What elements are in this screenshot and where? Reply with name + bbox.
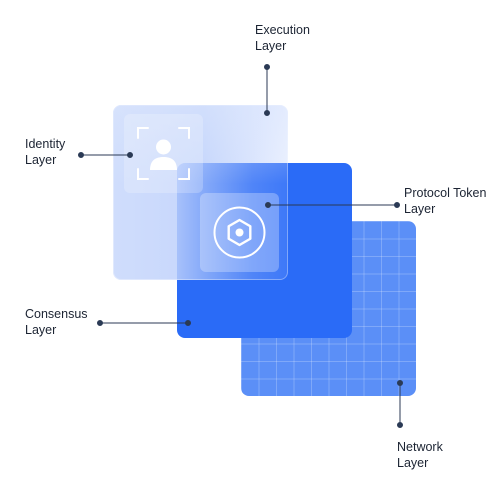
identity-connector-dot <box>127 152 133 158</box>
consensus-connector-dot <box>185 320 191 326</box>
execution-layer-panel <box>113 105 288 280</box>
execution-layer-label: Execution Layer <box>255 23 310 53</box>
consensus-layer-label: Consensus Layer <box>25 307 88 337</box>
protocol-token-layer-label: Protocol Token Layer <box>404 186 487 216</box>
consensus-connector-dot <box>97 320 103 326</box>
protocol-connector-dot <box>265 202 271 208</box>
network-connector-dot <box>397 380 403 386</box>
identity-connector-dot <box>78 152 84 158</box>
identity-layer-label: Identity Layer <box>25 137 66 167</box>
network-layer-label: Network Layer <box>397 440 443 470</box>
protocol-connector-dot <box>394 202 400 208</box>
execution-connector-dot <box>264 110 270 116</box>
identity-tile <box>124 114 203 193</box>
network-connector-dot <box>397 422 403 428</box>
token-icon <box>213 206 266 259</box>
execution-connector-dot <box>264 64 270 70</box>
user-icon <box>137 127 190 180</box>
